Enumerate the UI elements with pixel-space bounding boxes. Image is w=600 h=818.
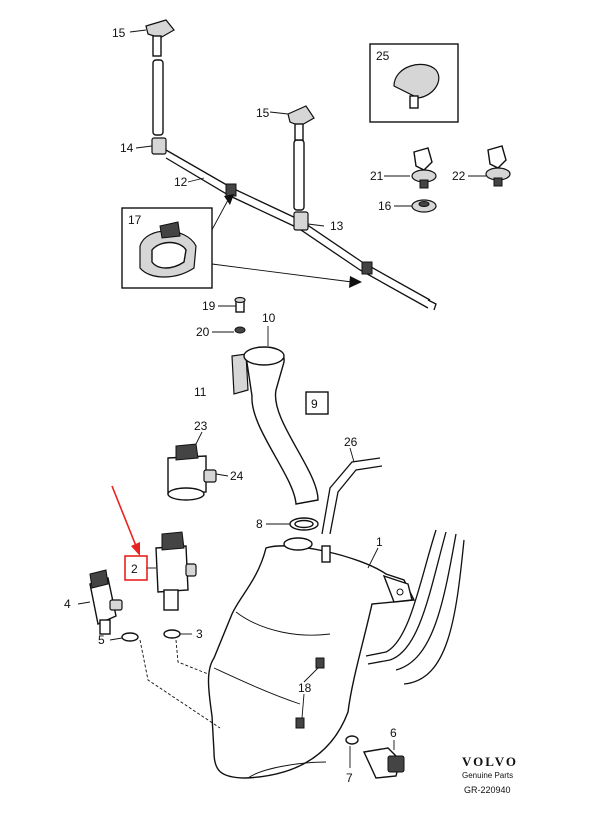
label-22: 22 bbox=[452, 169, 466, 183]
label-4: 4 bbox=[64, 597, 71, 611]
diagram-code: GR-220940 bbox=[464, 785, 511, 795]
nozzle-cap-detail-box bbox=[369, 43, 459, 123]
clips-21-22 bbox=[411, 145, 511, 189]
filler-neck-assembly bbox=[231, 296, 319, 531]
label-25: 25 bbox=[376, 49, 390, 63]
label-24: 24 bbox=[230, 469, 244, 483]
reservoir-tank bbox=[207, 529, 465, 779]
hose-26 bbox=[321, 457, 381, 535]
part-labels: 15 15 14 12 13 17 25 21 22 16 19 20 10 1… bbox=[64, 26, 466, 785]
grommet-16 bbox=[411, 199, 437, 213]
brand-subtitle: Genuine Parts bbox=[462, 771, 513, 780]
label-18: 18 bbox=[298, 681, 312, 695]
brand-logo-text: VOLVO bbox=[462, 754, 518, 769]
pump-4 bbox=[89, 569, 123, 635]
leader-lines bbox=[77, 29, 486, 768]
label-5: 5 bbox=[98, 633, 105, 647]
sensor-6 bbox=[362, 747, 405, 779]
pump-23-24 bbox=[167, 443, 217, 501]
label-23: 23 bbox=[194, 419, 208, 433]
label-1: 1 bbox=[376, 535, 383, 549]
dashed-hose bbox=[139, 639, 221, 729]
label-20: 20 bbox=[196, 325, 210, 339]
label-3: 3 bbox=[196, 627, 203, 641]
box-9 bbox=[305, 391, 329, 415]
label-6: 6 bbox=[390, 726, 397, 740]
clip-detail-box bbox=[121, 207, 213, 289]
seal-7 bbox=[345, 735, 359, 745]
label-19: 19 bbox=[202, 299, 216, 313]
nozzle-hose-assembly bbox=[145, 19, 437, 311]
label-15b: 15 bbox=[256, 106, 270, 120]
label-11: 11 bbox=[194, 385, 207, 399]
label-7: 7 bbox=[346, 771, 353, 785]
label-17: 17 bbox=[128, 213, 142, 227]
highlight-box bbox=[124, 555, 148, 581]
label-16: 16 bbox=[378, 199, 392, 213]
label-10: 10 bbox=[262, 311, 276, 325]
label-14: 14 bbox=[120, 141, 134, 155]
footer-branding: VOLVO Genuine Parts GR-220940 bbox=[462, 754, 518, 795]
label-13: 13 bbox=[330, 219, 344, 233]
label-2: 2 bbox=[131, 562, 138, 576]
label-9: 9 bbox=[311, 397, 318, 411]
label-26: 26 bbox=[344, 435, 358, 449]
label-12: 12 bbox=[174, 175, 188, 189]
label-21: 21 bbox=[370, 169, 384, 183]
label-8: 8 bbox=[256, 517, 263, 531]
highlight-arrow bbox=[111, 485, 148, 581]
label-15a: 15 bbox=[112, 26, 126, 40]
pump-2 bbox=[155, 531, 197, 611]
seal-5 bbox=[121, 632, 139, 642]
seal-3 bbox=[163, 629, 181, 639]
